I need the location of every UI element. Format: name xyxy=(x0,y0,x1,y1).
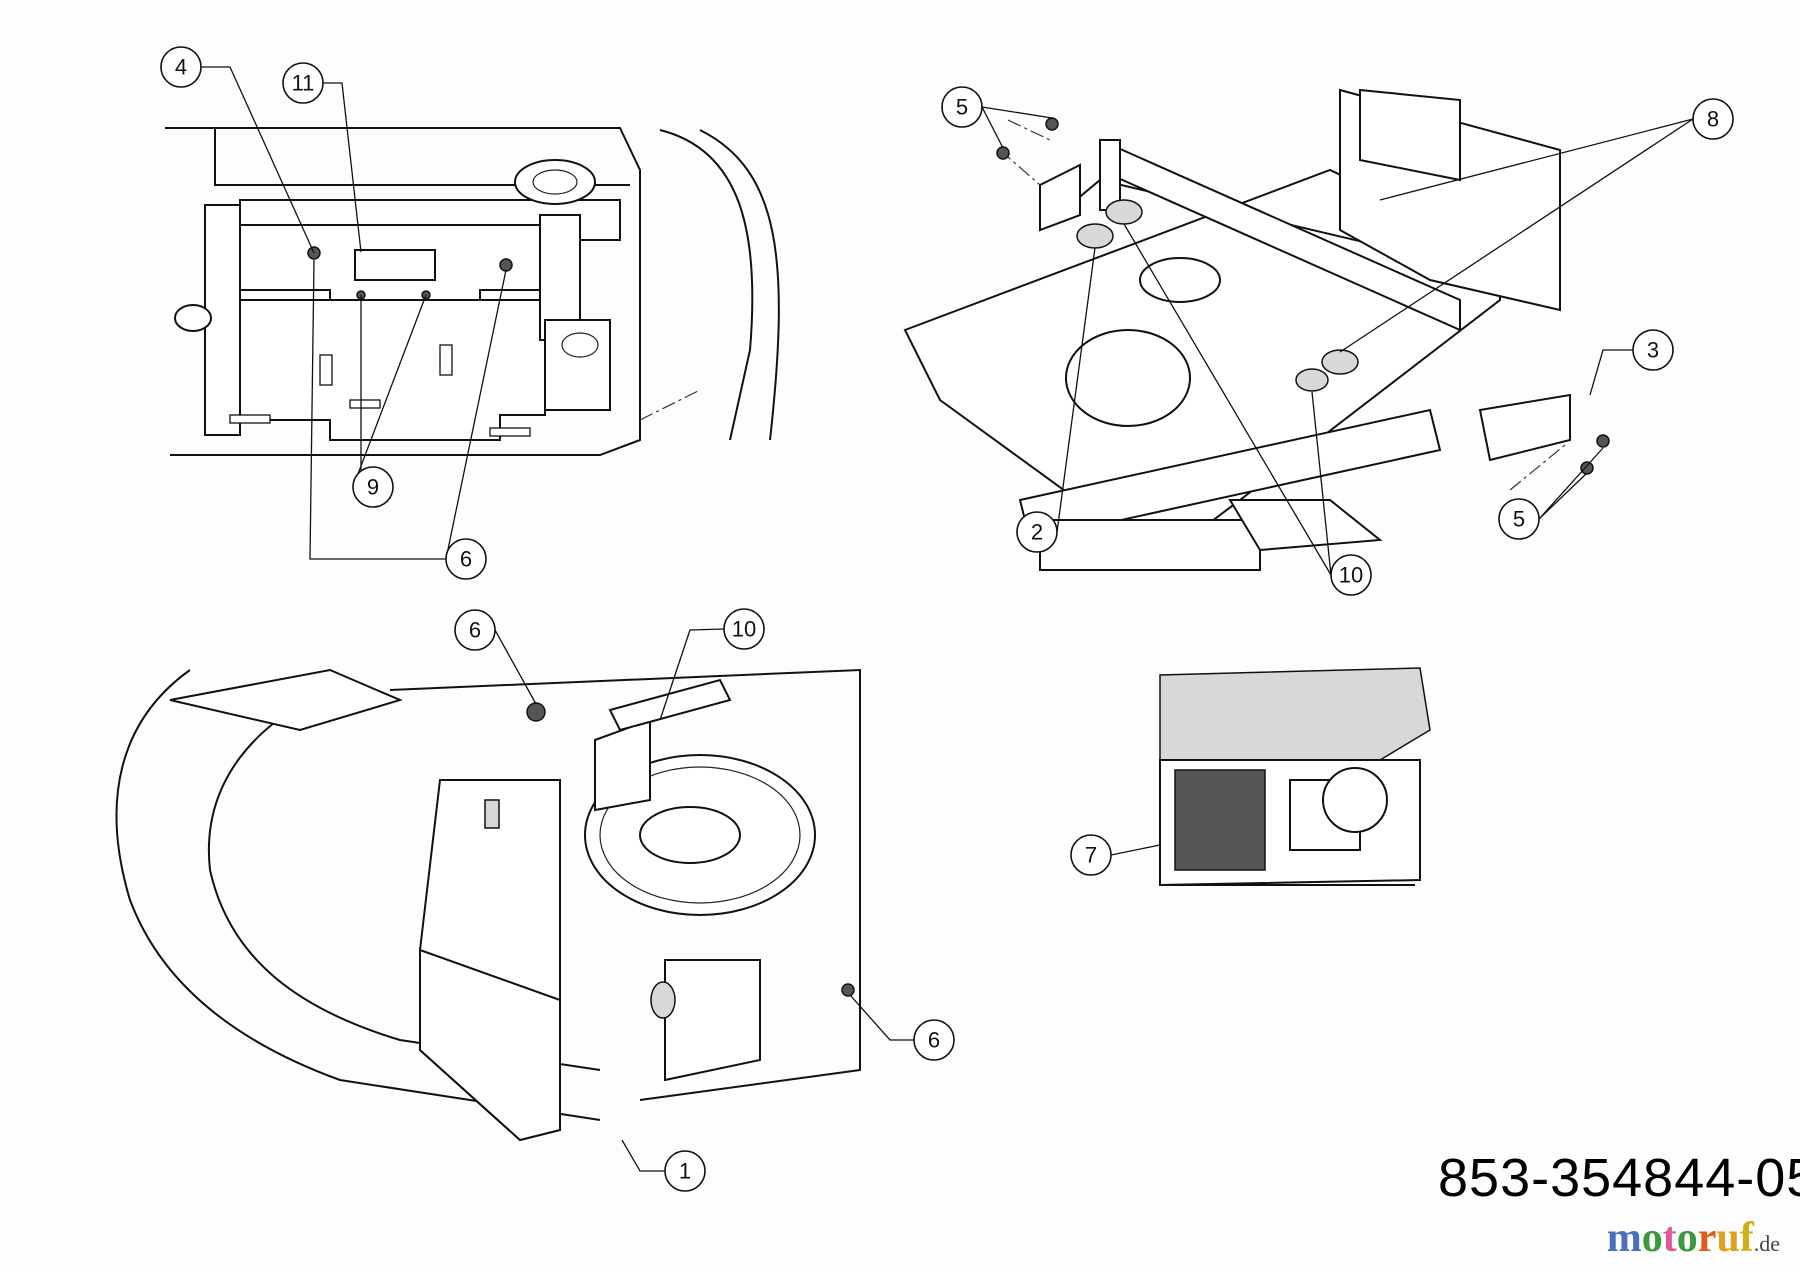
svg-text:8: 8 xyxy=(1707,107,1719,132)
view-top-left-frame xyxy=(165,127,780,456)
svg-text:6: 6 xyxy=(928,1028,940,1053)
view-bottom-left-bracket xyxy=(115,668,861,1142)
svg-text:6: 6 xyxy=(469,618,481,643)
callout-11: 11 xyxy=(282,62,324,104)
callout-9: 9 xyxy=(352,466,394,508)
svg-text:5: 5 xyxy=(956,95,968,120)
svg-text:3: 3 xyxy=(1647,338,1659,363)
callout-5: 5 xyxy=(1498,498,1540,540)
svg-text:2: 2 xyxy=(1031,520,1043,545)
callout-7: 7 xyxy=(1070,834,1112,876)
callout-6: 6 xyxy=(454,609,496,651)
part-number: 853-354844-05 xyxy=(1438,1148,1800,1208)
svg-text:4: 4 xyxy=(175,55,187,80)
callout-10: 10 xyxy=(723,608,765,650)
callout-8: 8 xyxy=(1692,98,1734,140)
callout-6: 6 xyxy=(913,1019,955,1061)
callout-3: 3 xyxy=(1632,329,1674,371)
svg-text:10: 10 xyxy=(1339,563,1363,588)
callout-4: 4 xyxy=(160,46,202,88)
svg-text:10: 10 xyxy=(732,617,756,642)
svg-text:7: 7 xyxy=(1085,843,1097,868)
callout-1: 1 xyxy=(664,1150,706,1192)
svg-text:11: 11 xyxy=(292,71,315,96)
watermark-logo: motoruf.de xyxy=(1606,1215,1780,1261)
svg-text:9: 9 xyxy=(367,475,379,500)
svg-text:1: 1 xyxy=(679,1159,691,1184)
callout-5: 5 xyxy=(941,86,983,128)
view-top-right-deck xyxy=(903,88,1610,571)
leader-lines xyxy=(201,66,1694,1172)
callout-10: 10 xyxy=(1330,554,1372,596)
view-engine xyxy=(1159,667,1431,887)
callout-2: 2 xyxy=(1016,511,1058,553)
callout-6: 6 xyxy=(445,538,487,580)
svg-text:6: 6 xyxy=(460,547,472,572)
svg-text:5: 5 xyxy=(1513,507,1525,532)
